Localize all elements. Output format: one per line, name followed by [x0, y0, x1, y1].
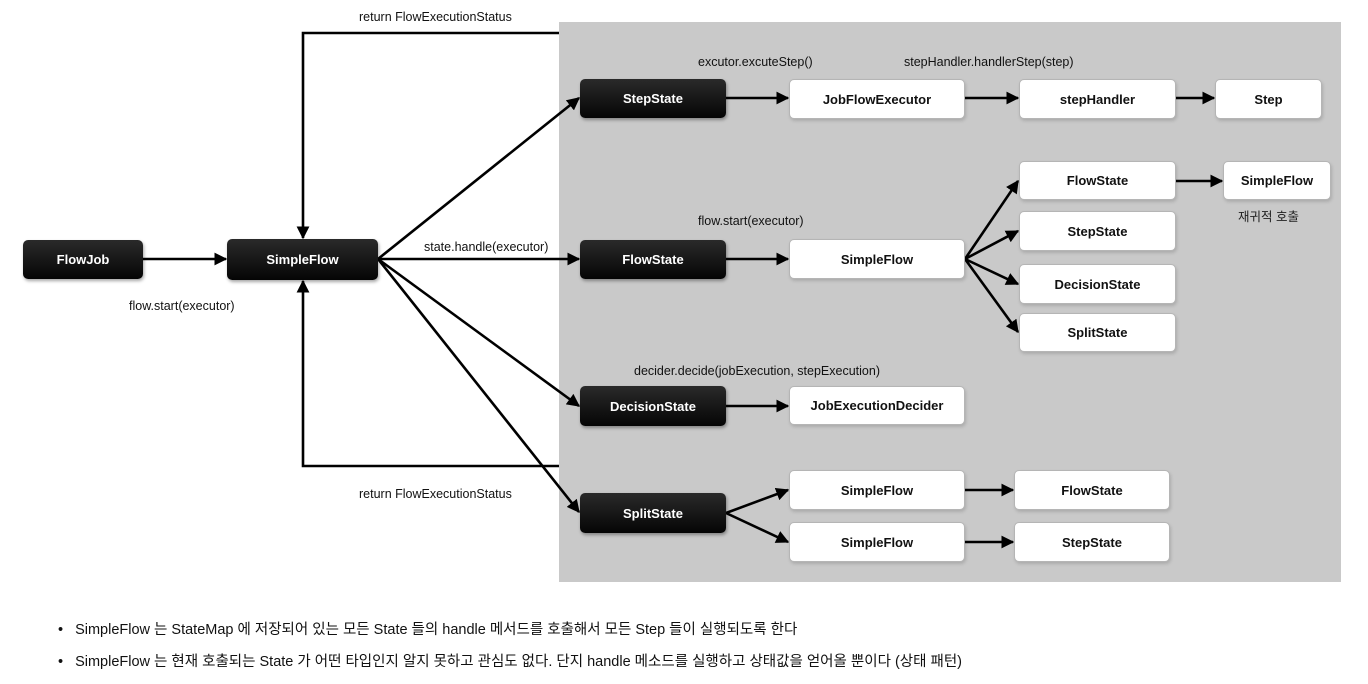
node-stepstate-child: StepState — [1019, 211, 1176, 251]
node-jobflowexecutor: JobFlowExecutor — [789, 79, 965, 119]
label-flow-start-left: flow.start(executor) — [129, 299, 235, 313]
arrow-to-splitstate — [376, 258, 581, 514]
node-split-simpleflow-2: SimpleFlow — [789, 522, 965, 562]
label-recursive-call: 재귀적 호출 — [1238, 210, 1299, 224]
arrow-return-bottom — [296, 279, 559, 468]
arrow-split-simpleflow-1 — [725, 487, 790, 515]
node-stepstate: StepState — [580, 79, 726, 118]
note-item: SimpleFlow 는 현재 호출되는 State 가 어떤 타입인지 알지 … — [58, 652, 962, 684]
node-split-flowstate: FlowState — [1014, 470, 1170, 510]
node-simpleflow-recursive: SimpleFlow — [1223, 161, 1331, 200]
arrow-inner-decisionstate — [964, 257, 1020, 286]
node-splitstate-child: SplitState — [1019, 313, 1176, 352]
node-stephandler: stepHandler — [1019, 79, 1176, 119]
arrow-inner-splitstate — [963, 258, 1020, 334]
node-decisionstate: DecisionState — [580, 386, 726, 426]
node-step: Step — [1215, 79, 1322, 119]
note-item: SimpleFlow 는 StateMap 에 저장되어 있는 모든 State… — [58, 620, 962, 652]
node-flowstate-child: FlowState — [1019, 161, 1176, 200]
label-return-top: return FlowExecutionStatus — [359, 10, 512, 24]
arrow-to-stepstate — [377, 96, 581, 261]
notes-list: SimpleFlow 는 StateMap 에 저장되어 있는 모든 State… — [58, 620, 962, 684]
node-jobexecutiondecider: JobExecutionDecider — [789, 386, 965, 425]
node-splitstate: SplitState — [580, 493, 726, 533]
label-flow-start-inner: flow.start(executor) — [698, 214, 804, 228]
label-state-handle: state.handle(executor) — [424, 240, 549, 254]
arrow-inner-stepstate — [964, 229, 1020, 261]
node-decisionstate-child: DecisionState — [1019, 264, 1176, 304]
node-simpleflow-inner: SimpleFlow — [789, 239, 965, 279]
arrow-to-decisionstate — [377, 257, 581, 408]
arrow-split-simpleflow-2 — [725, 511, 790, 544]
label-decider-call: decider.decide(jobExecution, stepExecuti… — [634, 364, 880, 378]
label-return-bottom: return FlowExecutionStatus — [359, 487, 512, 501]
label-executor-execute-step: excutor.excuteStep() — [698, 55, 813, 69]
label-step-handler-call: stepHandler.handlerStep(step) — [904, 55, 1074, 69]
node-flowjob: FlowJob — [23, 240, 143, 279]
arrow-return-top — [296, 31, 559, 240]
node-simpleflow-main: SimpleFlow — [227, 239, 378, 280]
node-flowstate: FlowState — [580, 240, 726, 279]
node-split-stepstate: StepState — [1014, 522, 1170, 562]
node-split-simpleflow-1: SimpleFlow — [789, 470, 965, 510]
arrow-inner-flowstate — [963, 179, 1020, 260]
